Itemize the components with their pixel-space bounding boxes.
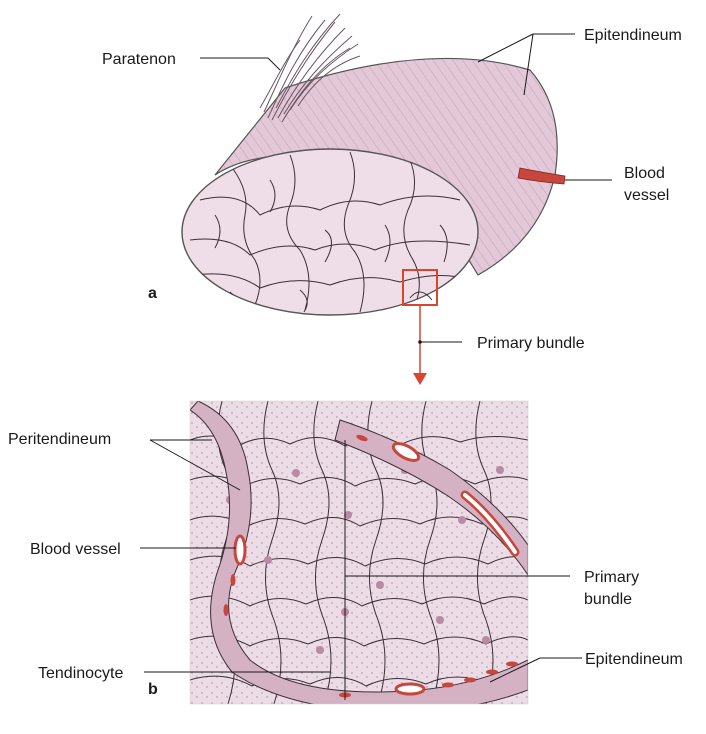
down-arrow-icon xyxy=(413,373,427,385)
label-paratenon: Paratenon xyxy=(102,51,176,68)
blood-vessel-b xyxy=(235,536,245,564)
tendon-illustration xyxy=(182,14,565,385)
label-blood-vessel-b: Blood vessel xyxy=(30,541,121,558)
label-tendinocyte: Tendinocyte xyxy=(38,665,123,682)
label-epitendineum-b: Epitendineum xyxy=(585,651,683,668)
label-epitendineum-a: Epitendineum xyxy=(584,27,682,44)
panel-a-letter: a xyxy=(148,285,157,302)
label-primary-bundle-b-line2: bundle xyxy=(584,591,632,608)
tendon-cross-section xyxy=(182,149,478,315)
panel-b-letter: b xyxy=(148,681,158,698)
label-primary-bundle-a: Primary bundle xyxy=(477,335,585,352)
label-blood-vessel-a-line2: vessel xyxy=(624,187,669,204)
histology-section xyxy=(190,401,528,712)
label-peritendineum: Peritendineum xyxy=(8,431,111,448)
label-primary-bundle-b-line1: Primary xyxy=(584,569,639,586)
label-blood-vessel-a-line1: Blood xyxy=(624,165,665,182)
